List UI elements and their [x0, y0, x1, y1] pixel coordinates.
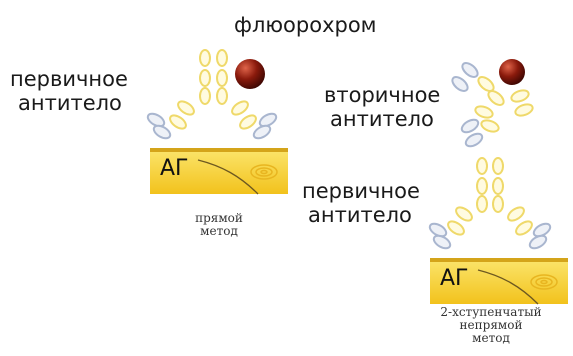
antigen-layer-indirect: [430, 258, 568, 305]
secondary-antibody-label-line2: антитело: [330, 107, 434, 131]
fluorochrome-direct: [235, 59, 265, 89]
antibody-primary-indirect: [428, 157, 552, 250]
primary-antibody-label-1-line2: антитело: [18, 91, 122, 115]
antibody-direct: [146, 49, 278, 140]
antibody-secondary: [451, 62, 534, 148]
fluorochrome-label: флюорохром: [234, 13, 377, 37]
primary-antibody-label-1-line1: первичное: [10, 67, 128, 91]
antigen-label-direct: АГ: [160, 156, 189, 181]
direct-method-caption-line1: прямой: [195, 211, 243, 225]
antigen-label-indirect: АГ: [440, 266, 469, 291]
indirect-method-caption-line1: 2-хступенчатый: [440, 305, 542, 319]
primary-antibody-label-2-line1: первичное: [302, 179, 420, 203]
indirect-method-caption-line3: метод: [472, 331, 510, 345]
secondary-antibody-label-line1: вторичное: [324, 83, 441, 107]
indirect-method-caption-line2: непрямой: [459, 318, 523, 332]
direct-method-caption-line2: метод: [200, 224, 238, 238]
fluorochrome-indirect: [499, 59, 525, 85]
antigen-layer-direct: [150, 148, 288, 195]
primary-antibody-label-2-line2: антитело: [308, 203, 412, 227]
